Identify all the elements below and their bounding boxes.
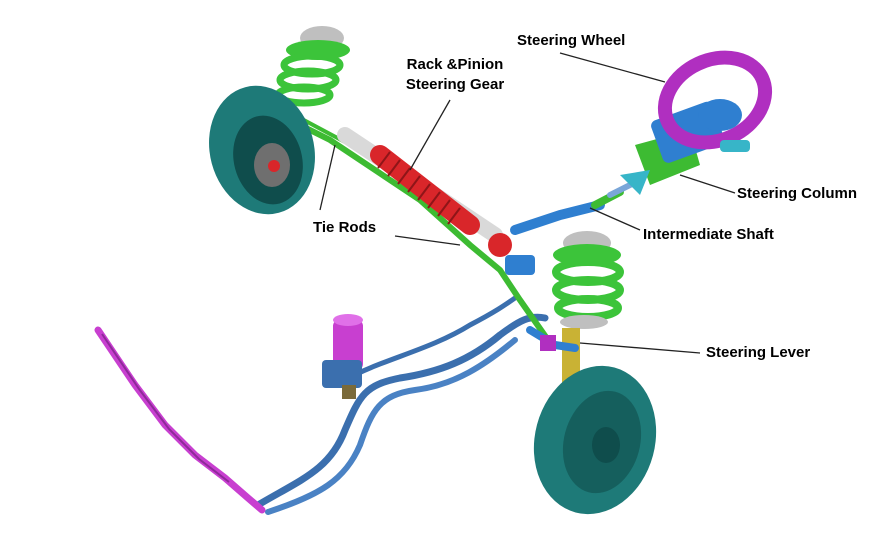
leader-tie-rods-2 bbox=[394, 235, 461, 246]
label-rack-pinion-line1: Rack &Pinion bbox=[406, 56, 504, 73]
hydraulic-hoses bbox=[254, 295, 549, 515]
pump-base bbox=[322, 360, 362, 388]
steering-wheel-rim bbox=[657, 50, 773, 150]
wheel-icon bbox=[533, 365, 657, 515]
leader-steering-wheel bbox=[559, 52, 666, 83]
leader-steering-column bbox=[679, 174, 736, 194]
label-intermediate-shaft: Intermediate Shaft bbox=[643, 226, 774, 243]
hose-return bbox=[342, 295, 518, 383]
reservoir-pipe-shade bbox=[101, 333, 230, 483]
rack-boot-ribs bbox=[377, 151, 461, 225]
pinion-valve bbox=[505, 255, 535, 275]
wheel-left-center bbox=[268, 160, 280, 172]
pinion-housing bbox=[488, 233, 512, 257]
steering-wheel-icon bbox=[657, 50, 773, 152]
label-steering-wheel: Steering Wheel bbox=[517, 32, 626, 49]
power-steering-pump bbox=[322, 314, 363, 399]
column-mount bbox=[620, 170, 650, 195]
label-steering-column: Steering Column bbox=[737, 185, 858, 202]
label-tie-rods: Tie Rods bbox=[313, 219, 377, 236]
spring-coils bbox=[274, 52, 344, 107]
pump-cap bbox=[333, 314, 363, 326]
tie-rod-left bbox=[287, 117, 551, 343]
intermediate-shaft bbox=[510, 177, 643, 235]
spring-coils-right bbox=[552, 258, 624, 321]
leader-steering-lever bbox=[579, 342, 701, 354]
hose-main bbox=[254, 313, 549, 509]
label-steering-lever: Steering Lever bbox=[706, 344, 811, 361]
hose-secondary bbox=[265, 337, 518, 515]
leader-intermediate-shaft bbox=[589, 207, 641, 231]
shaft-lower bbox=[510, 200, 605, 235]
coil-spring-icon bbox=[552, 231, 624, 393]
label-rack-pinion-line2: Steering Gear bbox=[405, 76, 505, 93]
leader-lines bbox=[319, 52, 736, 354]
pump-body bbox=[333, 320, 363, 370]
lever-joint bbox=[540, 335, 556, 351]
leader-rack-pinion bbox=[409, 99, 451, 171]
spring-lower-seat-right bbox=[560, 315, 608, 329]
wheel-icon bbox=[209, 85, 315, 215]
pump-bracket bbox=[342, 385, 356, 399]
steering-wheel-hub bbox=[698, 99, 742, 131]
steering-wheel-stalk bbox=[720, 140, 750, 152]
coil-spring-icon bbox=[274, 26, 350, 155]
wheel-right-hub bbox=[592, 427, 620, 463]
steering-lever bbox=[526, 326, 579, 352]
reservoir-pipe bbox=[94, 326, 266, 514]
leader-tie-rods-1 bbox=[319, 144, 336, 211]
rack-pinion-gear bbox=[337, 127, 535, 275]
fluid-reservoir-line bbox=[94, 326, 266, 514]
